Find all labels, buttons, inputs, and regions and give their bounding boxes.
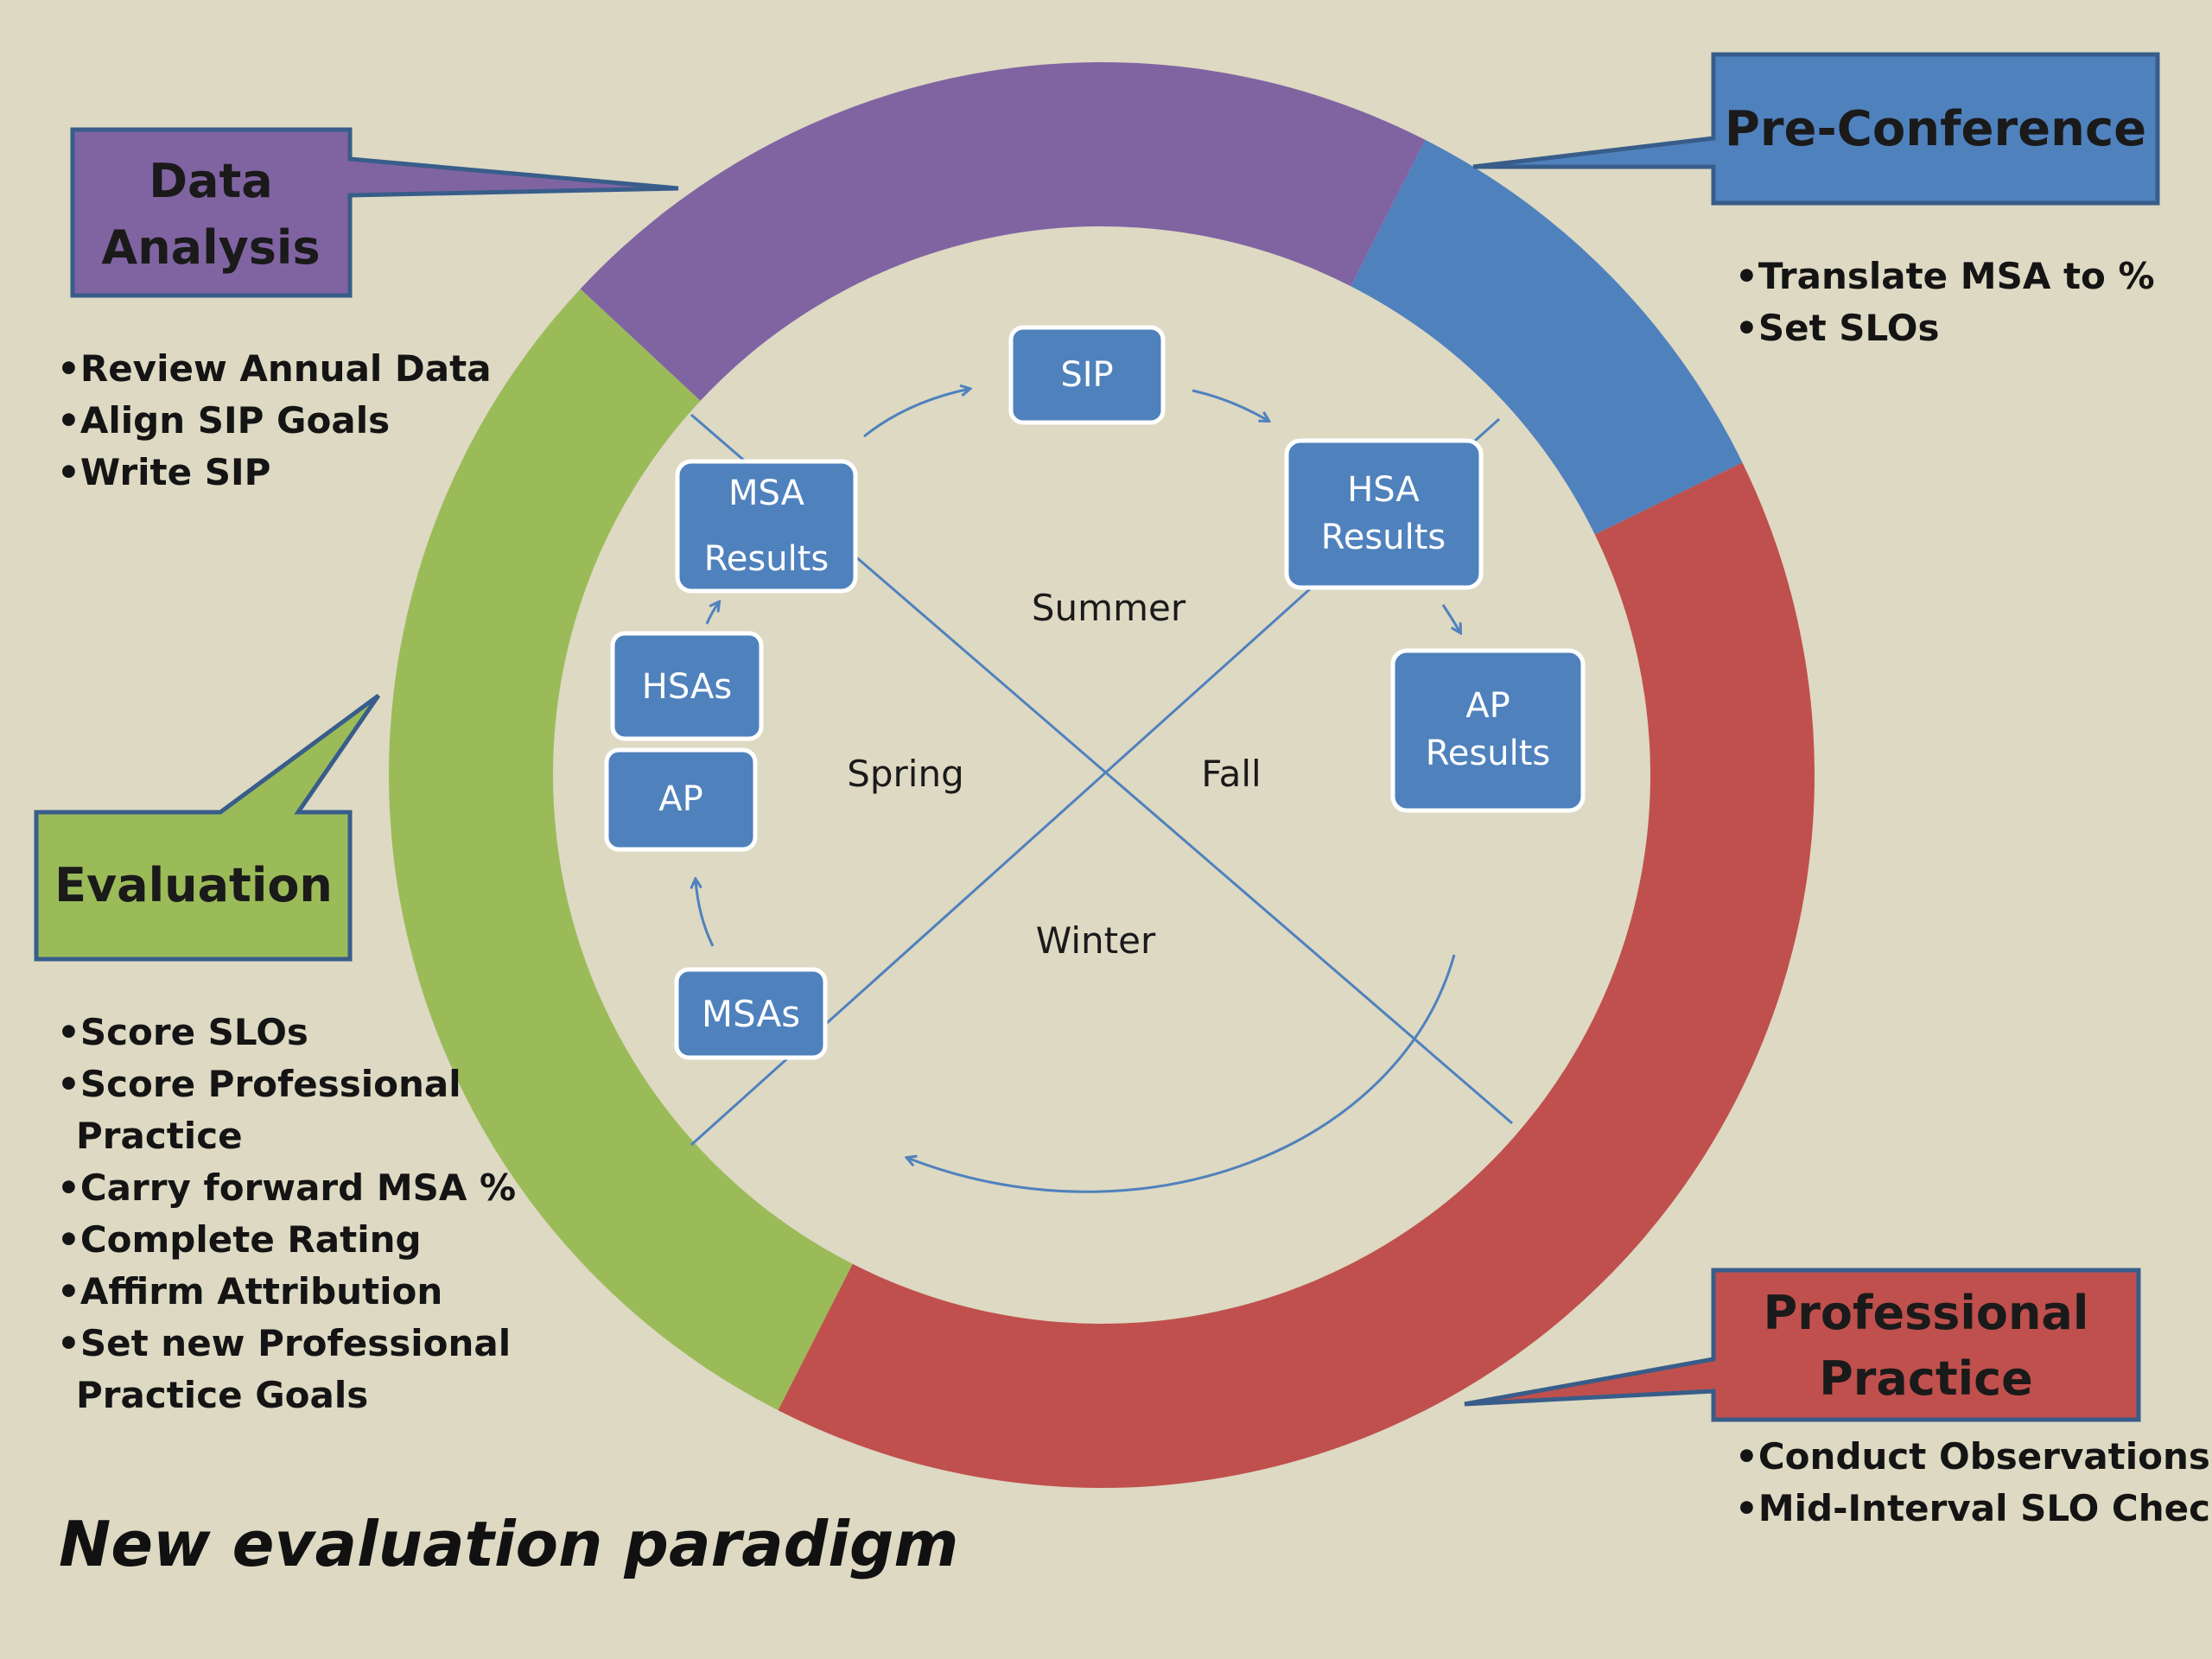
callout-pre-conference: Pre-Conference — [1472, 52, 2160, 206]
callout-data-analysis-line2: Analysis — [101, 220, 320, 275]
list-item: Set SLOs — [1735, 302, 2155, 354]
box-hsas-label: HSAs — [642, 667, 732, 707]
pre-conference-list: Translate MSA to % Set SLOs — [1735, 251, 2155, 354]
cycle-ring — [388, 62, 1815, 1489]
box-ap-results-line2: Results — [1426, 734, 1550, 773]
cycle-boxes: SIP HSA Results AP Results MSAs AP HSAs … — [604, 325, 1586, 1060]
list-item: Carry forward MSA % — [57, 1162, 516, 1214]
box-msas: MSAs — [674, 967, 828, 1060]
list-item: Mid-Interval SLO Check — [1735, 1483, 2212, 1535]
callout-data-analysis: Data Analysis — [70, 127, 679, 298]
box-ap: AP — [604, 747, 758, 852]
list-item: Align SIP Goals — [57, 395, 492, 447]
box-msa-results-line2: Results — [704, 539, 829, 579]
evaluation-segment — [388, 289, 853, 1411]
box-msas-label: MSAs — [702, 993, 800, 1035]
season-summer: Summer — [1032, 587, 1186, 629]
box-ap-label: AP — [658, 779, 702, 819]
arrow-msa-results-to-sip — [863, 389, 969, 438]
professional-practice-list: Conduct Observations Mid-Interval SLO Ch… — [1735, 1431, 2212, 1535]
list-item: Review Annual Data — [57, 343, 492, 395]
list-item: Score Professional — [57, 1058, 516, 1110]
box-hsa-results-line1: HSA — [1347, 470, 1420, 510]
box-sip-label: SIP — [1060, 355, 1113, 395]
box-msa-results: MSA Results — [675, 459, 858, 594]
list-item: Complete Rating — [57, 1214, 516, 1266]
list-item: Write SIP — [57, 447, 492, 499]
data-analysis-segment — [580, 62, 1426, 401]
slide-caption: New evaluation paradigm — [59, 1508, 959, 1580]
list-item: Affirm Attribution — [57, 1266, 516, 1318]
callout-professional-practice-shape — [1464, 1268, 2141, 1422]
box-sip: SIP — [1008, 325, 1166, 425]
evaluation-list: Score SLOs Score Professional Practice C… — [57, 1007, 516, 1421]
box-hsas: HSAs — [610, 631, 764, 741]
box-hsa-results: HSA Results — [1284, 438, 1484, 590]
arrow-msas-to-ap — [696, 880, 715, 947]
callout-data-analysis-shape — [70, 127, 679, 298]
box-msa-results-line1: MSA — [728, 474, 805, 513]
professional-practice-segment — [778, 462, 1815, 1489]
list-item: Conduct Observations — [1735, 1431, 2212, 1483]
season-fall: Fall — [1201, 753, 1261, 795]
list-item: Translate MSA to % — [1735, 251, 2155, 302]
callout-professional-practice: Professional Practice — [1464, 1268, 2141, 1422]
season-labels: Summer Fall Winter Spring — [847, 587, 1261, 962]
cycle-arrows — [696, 389, 1460, 1193]
list-item: Set new Professional — [57, 1318, 516, 1370]
box-ap-results: AP Results — [1390, 648, 1586, 813]
list-item-continuation: Practice Goals — [76, 1374, 369, 1416]
callout-pre-conference-shape — [1472, 52, 2160, 206]
callout-pre-conference-title: Pre-Conference — [1725, 101, 2146, 157]
arrow-return-arc — [907, 954, 1456, 1193]
callout-evaluation: Evaluation — [34, 693, 381, 962]
box-ap-results-line1: AP — [1465, 686, 1510, 726]
list-item: Score SLOs — [57, 1007, 516, 1058]
box-hsa-results-line2: Results — [1321, 518, 1446, 557]
callout-evaluation-shape — [34, 693, 381, 962]
season-winter: Winter — [1036, 919, 1156, 962]
season-spring: Spring — [847, 753, 964, 795]
arrow-hsa-results-to-ap-results — [1441, 604, 1460, 632]
arrow-sip-to-hsa-results — [1192, 389, 1268, 421]
pre-conference-segment — [1351, 139, 1743, 535]
callout-professional-practice-line1: Professional — [1764, 1286, 2089, 1340]
arrow-hsas-to-msa-results — [705, 602, 719, 625]
list-item-continuation: Practice — [76, 1115, 243, 1157]
data-analysis-list: Review Annual Data Align SIP Goals Write… — [57, 343, 492, 499]
callout-professional-practice-line2: Practice — [1819, 1351, 2033, 1406]
callout-data-analysis-line1: Data — [149, 154, 273, 208]
callout-evaluation-title: Evaluation — [54, 858, 333, 912]
